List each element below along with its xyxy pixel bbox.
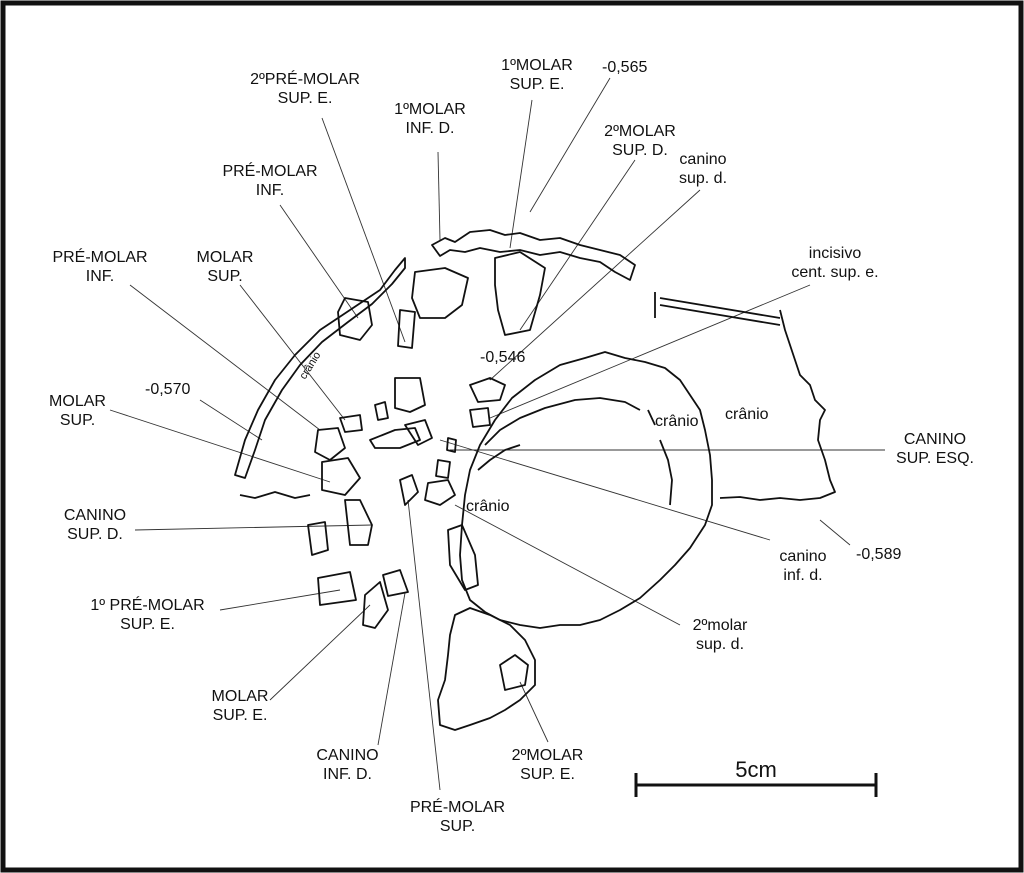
tooth-pre-molar-2-sup-e — [397, 309, 416, 349]
tooth-pre-molar-sup — [399, 474, 419, 506]
tooth-molar-sup-e — [362, 581, 389, 629]
leader-lines — [109, 77, 885, 791]
scale-label: 5cm — [735, 757, 777, 782]
tooth-molar-2-sup-d — [424, 479, 456, 506]
label-cranio-1: crânio — [725, 406, 769, 423]
tooth-pre-molar-inf-left — [314, 427, 346, 461]
skull-round — [459, 351, 713, 629]
label-depth-0546: -0,546 — [480, 349, 526, 366]
label-depth-0565: -0,565 — [602, 59, 648, 76]
tooth-molar-sup-left — [321, 457, 361, 496]
tooth-small-1 — [374, 401, 389, 421]
tooth-pre-molar-546 — [469, 377, 506, 403]
tooth-canino-inf-d — [435, 459, 451, 479]
scale-bar — [634, 773, 878, 797]
molar-2-sup-e-shape — [499, 654, 529, 691]
skull-inner-arc-2 — [477, 444, 521, 471]
skull-inner-arc — [484, 397, 641, 446]
tooth-canino-sup-d — [344, 499, 373, 546]
tooth-small-2 — [339, 414, 363, 433]
tooth-small-3 — [404, 419, 433, 446]
tooth-canino-inf-d-lower — [382, 569, 409, 597]
label-depth-0589: -0,589 — [856, 546, 902, 563]
skull-fragment-top — [431, 229, 636, 281]
label-cranio-2: crânio — [655, 413, 699, 430]
skull-block-right — [654, 292, 836, 501]
skull-crack — [647, 409, 673, 506]
tooth-canino-esq — [446, 437, 457, 453]
tooth-molar-1-inf-d — [411, 267, 469, 319]
tooth-pre-molar-inf-upper — [337, 297, 373, 341]
skull-fragment-bottom — [437, 607, 536, 731]
tooth-molar-sup-upper — [394, 377, 426, 413]
label-depth-0570: -0,570 — [145, 381, 191, 398]
specimen-outlines — [234, 229, 836, 731]
tooth-incisivo — [469, 407, 491, 428]
tooth-pre-molar-1-sup-e — [317, 571, 357, 606]
tooth-elongated — [447, 524, 479, 591]
skull-band-left — [234, 257, 406, 479]
cranio-band-label: crânio — [297, 350, 323, 382]
edge-bottom-left — [239, 491, 311, 499]
label-cranio-3: crânio — [466, 498, 510, 515]
tooth-canino-sup-d-2 — [307, 521, 329, 556]
tooth-molar-sup-mid — [369, 427, 421, 449]
tooth-molar-1-sup-e — [494, 251, 546, 336]
